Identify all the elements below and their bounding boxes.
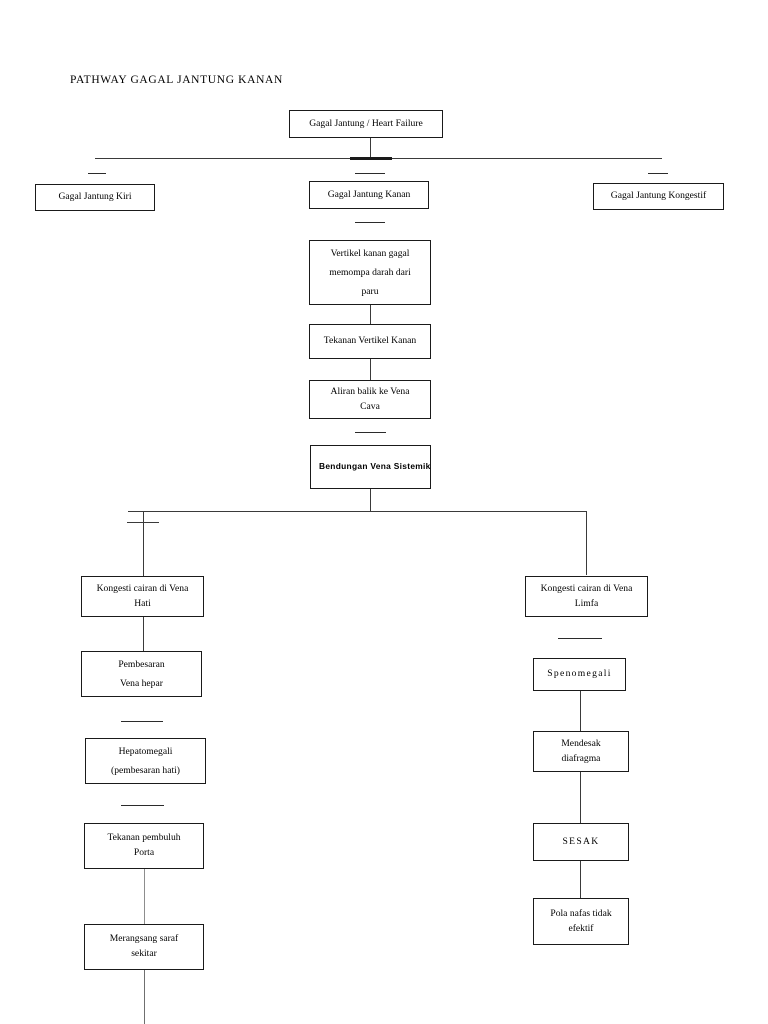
- node-label-line2: sekitar: [131, 948, 157, 959]
- node-sesak[interactable]: SESAK: [533, 823, 629, 861]
- connector-stub-below-kanan: [355, 222, 385, 224]
- node-gagal-jantung-heart-failure[interactable]: Gagal Jantung / Heart Failure: [289, 110, 443, 138]
- node-label-line2: memompa darah dari: [329, 266, 411, 278]
- node-label-line2: diafragma: [561, 752, 601, 764]
- node-label: Gagal Jantung Kongestif: [610, 190, 707, 202]
- node-label-line2: Limfa: [574, 597, 599, 609]
- connector-stub-below-vena-hepar: [121, 721, 163, 723]
- node-kongesti-cairan-vena-hati[interactable]: Kongesti cairan di Vena Hati: [81, 576, 204, 617]
- node-label-line2: efektif: [568, 922, 594, 934]
- node-label-line1: Kongesti cairan di Vena: [96, 582, 189, 594]
- connector-root-to-bus: [370, 138, 372, 158]
- node-label-line3: paru: [361, 286, 379, 298]
- connector-ventricle-to-pressure: [370, 305, 372, 324]
- node-label-line1: Pembesaran: [118, 658, 165, 670]
- node-vertikel-kanan-gagal-memompa[interactable]: Vertikel kanan gagal memompa darah dari …: [309, 240, 431, 305]
- node-hepatomegali[interactable]: Hepatomegali (pembesaran hati): [85, 738, 206, 784]
- node-gagal-jantung-kiri[interactable]: Gagal Jantung Kiri: [35, 184, 155, 211]
- node-label-line2: Hati: [134, 597, 151, 609]
- connector-cross-mark-left: [127, 522, 159, 524]
- node-label-line1: Pola nafas tidak: [550, 907, 612, 919]
- node-label-line2: Vena hepar: [120, 678, 163, 689]
- node-pembesaran-vena-hepar[interactable]: Pembesaran Vena hepar: [81, 651, 202, 697]
- connector-pressure-to-backflow: [370, 359, 372, 380]
- node-kongesti-cairan-vena-limfa[interactable]: Kongesti cairan di Vena Limfa: [525, 576, 648, 617]
- node-label-line1: Tekanan pembuluh: [107, 832, 181, 844]
- node-label: Tekanan Vertikel Kanan: [323, 335, 417, 347]
- node-spenomegali[interactable]: Spenomegali: [533, 658, 626, 691]
- node-label-line1: Hepatomegali: [118, 745, 173, 757]
- node-label: Spenomegali: [547, 668, 612, 680]
- node-aliran-balik-vena-cava[interactable]: Aliran balik ke Vena Cava: [309, 380, 431, 419]
- connector-split-to-lymph: [586, 511, 588, 575]
- page-title: PATHWAY GAGAL JANTUNG KANAN: [70, 74, 283, 86]
- connector-stub-right-branch: [648, 173, 668, 175]
- node-label-line1: Kongesti cairan di Vena: [540, 582, 633, 594]
- node-gagal-jantung-kanan[interactable]: Gagal Jantung Kanan: [309, 181, 429, 209]
- node-label-line1: Merangsang saraf: [109, 933, 179, 945]
- node-label: Bendungan Vena Sistemik: [319, 461, 431, 472]
- connector-stub-below-hepatomegali: [121, 805, 164, 807]
- node-label-line2: (pembesaran hati): [111, 765, 180, 776]
- node-pola-nafas-tidak-efektif[interactable]: Pola nafas tidak efektif: [533, 898, 629, 945]
- node-gagal-jantung-kongestif[interactable]: Gagal Jantung Kongestif: [593, 183, 724, 210]
- connector-bendungan-to-split: [370, 489, 372, 511]
- node-bendungan-vena-sistemik[interactable]: Bendungan Vena Sistemik: [310, 445, 431, 489]
- node-label-line1: Mendesak: [561, 737, 601, 749]
- node-label-line2: Cava: [360, 400, 380, 412]
- node-merangsang-saraf-sekitar[interactable]: Merangsang saraf sekitar: [84, 924, 204, 970]
- connector-spleno-to-diaphragm: [580, 691, 582, 731]
- node-label: SESAK: [562, 835, 600, 847]
- connector-porta-to-nerve: [144, 869, 146, 924]
- connector-bus-center-mark: [350, 157, 392, 160]
- node-label-line1: Aliran balik ke Vena: [330, 385, 410, 397]
- connector-split-bus: [128, 511, 587, 513]
- node-label: Gagal Jantung / Heart Failure: [309, 117, 423, 129]
- connector-stub-below-vena-limfa: [558, 638, 602, 640]
- connector-diaphragm-to-sesak: [580, 772, 582, 823]
- connector-stub-left-branch: [88, 173, 106, 175]
- node-label: Gagal Jantung Kiri: [58, 191, 132, 203]
- node-mendesak-diafragma[interactable]: Mendesak diafragma: [533, 731, 629, 772]
- node-tekanan-pembuluh-porta[interactable]: Tekanan pembuluh Porta: [84, 823, 204, 869]
- connector-stub-center-branch: [355, 173, 385, 175]
- node-label-line2: Porta: [133, 847, 155, 858]
- connector-sesak-to-breathing: [580, 861, 582, 898]
- node-label: Gagal Jantung Kanan: [327, 188, 411, 200]
- connector-stub-below-vena-cava: [355, 432, 386, 434]
- connector-liver-to-hepatic-vein: [143, 617, 145, 651]
- node-label-line1: Vertikel kanan gagal: [330, 247, 410, 259]
- node-tekanan-vertikel-kanan[interactable]: Tekanan Vertikel Kanan: [309, 324, 431, 359]
- connector-split-to-liver: [143, 511, 145, 576]
- connector-nerve-continues-offscreen: [144, 970, 146, 1024]
